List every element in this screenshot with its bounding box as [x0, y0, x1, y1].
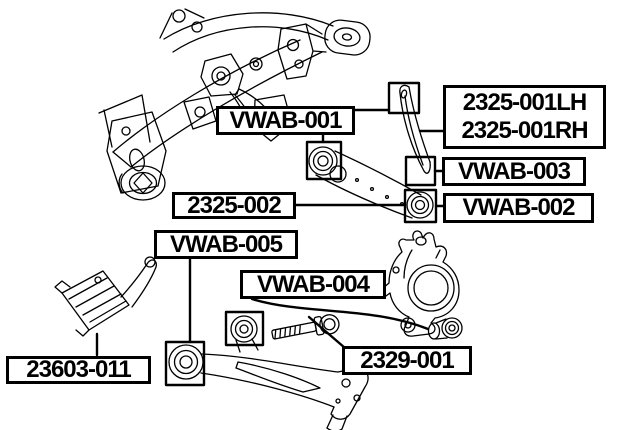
part-label-23603-011: 23603-011: [6, 356, 151, 384]
callout-box-lower-arm-top-bushing: [226, 312, 263, 345]
part-label-vwab-005: VWAB-005: [154, 230, 298, 259]
trailing-bushing-drawing: [429, 318, 463, 339]
callout-box-camber-top: [389, 83, 419, 113]
knuckle-drawing: [380, 231, 459, 336]
bracket-drawing: [55, 257, 156, 336]
callout-lines: [97, 110, 444, 355]
upper-arm-drawing: [309, 147, 433, 218]
bolt-drawing: [271, 313, 341, 345]
part-label-2325-001lh: 2325-001LH: [462, 89, 587, 117]
part-label-vwab-001: VWAB-001: [216, 106, 355, 135]
part-label-2325-001rh: 2325-001RH: [461, 116, 588, 144]
part-label-vwab-003: VWAB-003: [442, 157, 586, 186]
part-label-2329-001: 2329-001: [342, 346, 472, 375]
callout-box-lower-arm-eye-bushing: [166, 342, 204, 385]
lower-arm-drawing: [169, 316, 368, 430]
part-label-vwab-002: VWAB-002: [443, 193, 594, 223]
leader-vwab004: [252, 299, 428, 329]
part-label-2325-002: 2325-002: [172, 192, 296, 219]
leader-2329-001: [309, 317, 345, 348]
part-label-vwab-004: VWAB-004: [240, 270, 386, 299]
part-label-2325-001: 2325-001LH 2325-001RH: [443, 85, 606, 149]
camber-link-drawing: [400, 85, 430, 173]
callout-box-camber-bottom: [406, 157, 435, 185]
